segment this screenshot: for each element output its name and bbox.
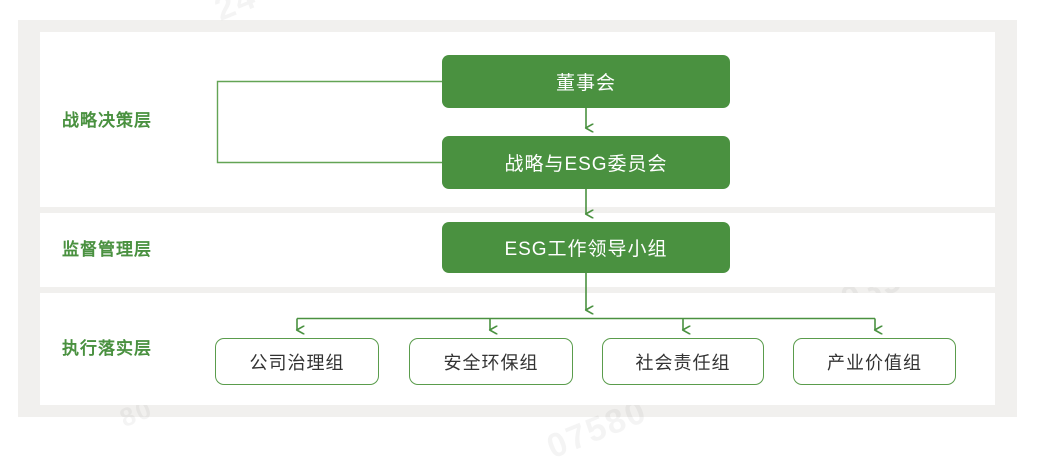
node-strategy-esg-committee[interactable]: 战略与ESG委员会 xyxy=(442,136,730,189)
node-industry-value-group[interactable]: 产业价值组 xyxy=(793,338,956,385)
layer-label-supervision-management: 监督管理层 xyxy=(62,240,152,259)
node-esg-working-group[interactable]: ESG工作领导小组 xyxy=(442,222,730,273)
node-board-of-directors[interactable]: 董事会 xyxy=(442,55,730,108)
node-social-responsibility-group[interactable]: 社会责任组 xyxy=(602,338,764,385)
esg-governance-diagram: 24 8080035 07580 80 战略决策层 监督管理层 执行落实层 xyxy=(18,0,1017,467)
node-safety-environment-group[interactable]: 安全环保组 xyxy=(409,338,573,385)
node-corporate-governance-group[interactable]: 公司治理组 xyxy=(215,338,379,385)
layer-label-strategic-decision: 战略决策层 xyxy=(62,111,152,130)
layer-label-execution-implementation: 执行落实层 xyxy=(62,339,152,358)
